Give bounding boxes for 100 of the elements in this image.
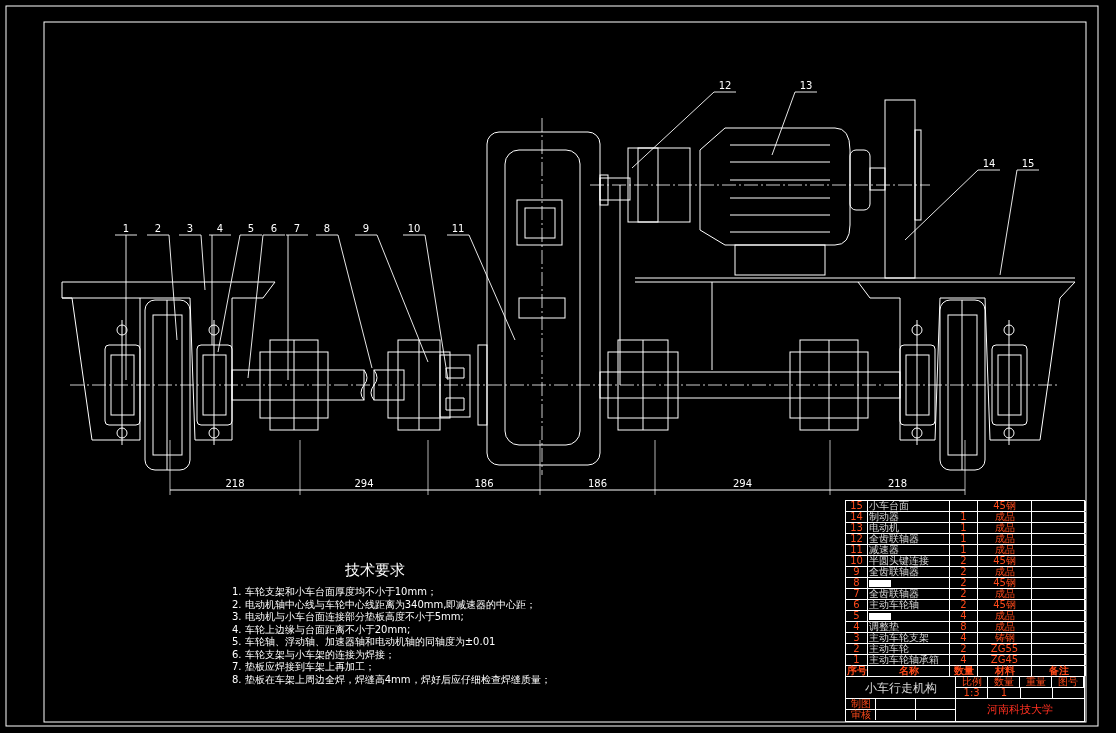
leader-line — [247, 234, 286, 379]
table-cell: 2 — [950, 589, 978, 599]
table-cell: 6 — [846, 600, 868, 610]
table-cell: 全齿联轴器 — [868, 534, 950, 544]
leader-line — [146, 234, 178, 341]
table-cell: 成品 — [978, 512, 1032, 522]
leader-line — [904, 169, 1001, 241]
table-cell: 8 — [846, 578, 868, 588]
callout-number: 15 — [1017, 157, 1039, 170]
table-cell: 4 — [846, 622, 868, 632]
leader-line — [315, 234, 373, 369]
notes-heading: 技术要求 — [345, 560, 405, 580]
callout-number: 5 — [240, 222, 262, 235]
table-cell: 重量 — [1020, 677, 1052, 687]
table-cell: 数量 — [988, 677, 1020, 687]
table-cell: 12 — [846, 534, 868, 544]
table-cell: 制图 — [846, 699, 876, 709]
dimension-value: 294 — [731, 478, 754, 490]
table-cell: 图号 — [1052, 677, 1084, 687]
dimension-value: 294 — [353, 478, 375, 490]
table-cell: 主动车轮轴承箱 — [868, 655, 950, 665]
callout-number: 8 — [316, 222, 338, 235]
callout-number: 9 — [355, 222, 377, 235]
table-cell: 1:3 — [956, 688, 989, 698]
callout-number: 4 — [209, 222, 231, 235]
leader-line — [354, 234, 429, 363]
dimension-value: 218 — [224, 478, 246, 490]
table-cell: 2 — [950, 556, 978, 566]
table-cell: 制动器 — [868, 512, 950, 522]
table-header-cell: 名称 — [868, 666, 950, 676]
callout-number: 11 — [447, 222, 469, 235]
table-cell: 45钢 — [978, 600, 1032, 610]
table-cell: 5 — [846, 611, 868, 621]
drawing-title: 小车行走机构 — [846, 677, 955, 699]
table-cell: 1 — [950, 512, 978, 522]
table-cell: 3 — [846, 633, 868, 643]
requirement-note: 7. 垫板应焊接到车架上再加工； — [232, 661, 376, 674]
callout-number: 3 — [179, 222, 201, 235]
table-cell: 2 — [846, 644, 868, 654]
table-cell: 4 — [950, 611, 978, 621]
table-cell: 1 — [988, 688, 1021, 698]
table-cell: 2 — [950, 600, 978, 610]
table-cell: 小车台面 — [868, 501, 950, 511]
leader-line — [285, 234, 309, 381]
requirement-note: 1. 车轮支架和小车台面厚度均不小于10mm； — [232, 586, 438, 599]
table-cell: 减速器 — [868, 545, 950, 555]
callout-number: 2 — [147, 222, 169, 235]
requirement-note: 6. 车轮支架与小车架的连接为焊接； — [232, 648, 396, 661]
callout-number: 12 — [714, 79, 736, 92]
table-cell: 2 — [950, 644, 978, 654]
table-cell: 14 — [846, 512, 868, 522]
leader-line — [114, 234, 138, 381]
requirement-note: 4. 车轮上边缘与台面距离不小于20mm; — [232, 623, 412, 636]
table-cell: 2 — [950, 578, 978, 588]
table-cell: 成品 — [978, 523, 1032, 533]
table-cell: 4 — [950, 633, 978, 643]
table-cell: 13 — [846, 523, 868, 533]
dimension-value: 186 — [586, 478, 609, 490]
table-cell: 电动机 — [868, 523, 950, 533]
table-cell: 4 — [950, 655, 978, 665]
table-cell: ZG45 — [978, 655, 1032, 665]
callout-number: 7 — [286, 222, 308, 235]
table-cell: 成品 — [978, 622, 1032, 632]
table-cell: 10 — [846, 556, 868, 566]
table-cell: 主动车轮支架 — [868, 633, 950, 643]
table-cell: 铸钢 — [978, 633, 1032, 643]
leader-line — [446, 234, 516, 341]
table-cell: 1 — [846, 655, 868, 665]
table-header-cell: 材料 — [978, 666, 1032, 676]
requirement-note: 2. 电动机轴中心线与车轮中心线距离为340mm,即减速器的中心距； — [232, 598, 538, 611]
callout-number: 10 — [403, 222, 425, 235]
table-cell: 成品 — [978, 545, 1032, 555]
table-cell: 成品 — [978, 567, 1032, 577]
table-cell: 1 — [950, 545, 978, 555]
callout-number: 6 — [263, 222, 285, 235]
table-cell: 成品 — [978, 589, 1032, 599]
callout-number: 13 — [795, 79, 817, 92]
requirement-note: 5. 车轮轴、浮动轴、加速器轴和电动机轴的同轴度为±0.01 — [232, 636, 497, 649]
table-cell: 11 — [846, 545, 868, 555]
leader-line — [217, 234, 263, 353]
requirement-note: 3. 电动机与小车台面连接部分垫板高度不小于5mm; — [232, 611, 465, 624]
table-cell: 45钢 — [978, 556, 1032, 566]
requirement-note: 8. 垫板在车架上周边全焊，焊缝高4mm，焊好后应仔细检查焊缝质量； — [232, 673, 551, 686]
leader-line — [208, 234, 232, 346]
table-cell: 7 — [846, 589, 868, 599]
table-cell: 调整垫 — [868, 622, 950, 632]
leader-line — [771, 91, 818, 156]
table-cell: 全齿联轴器 — [868, 589, 950, 599]
table-cell: 比例 — [956, 677, 988, 687]
table-cell: 全齿联轴器 — [868, 567, 950, 577]
callout-number: 1 — [115, 222, 137, 235]
table-cell: 9 — [846, 567, 868, 577]
table-cell: ZG55 — [978, 644, 1032, 654]
leader-line — [631, 91, 737, 169]
leader-line — [402, 234, 449, 381]
table-header-cell: 备注 — [1032, 666, 1086, 676]
table-cell: 半圆头键连接 — [868, 556, 950, 566]
table-cell: 45钢 — [978, 501, 1032, 511]
table-cell: 1 — [950, 523, 978, 533]
table-cell: 45钢 — [978, 578, 1032, 588]
